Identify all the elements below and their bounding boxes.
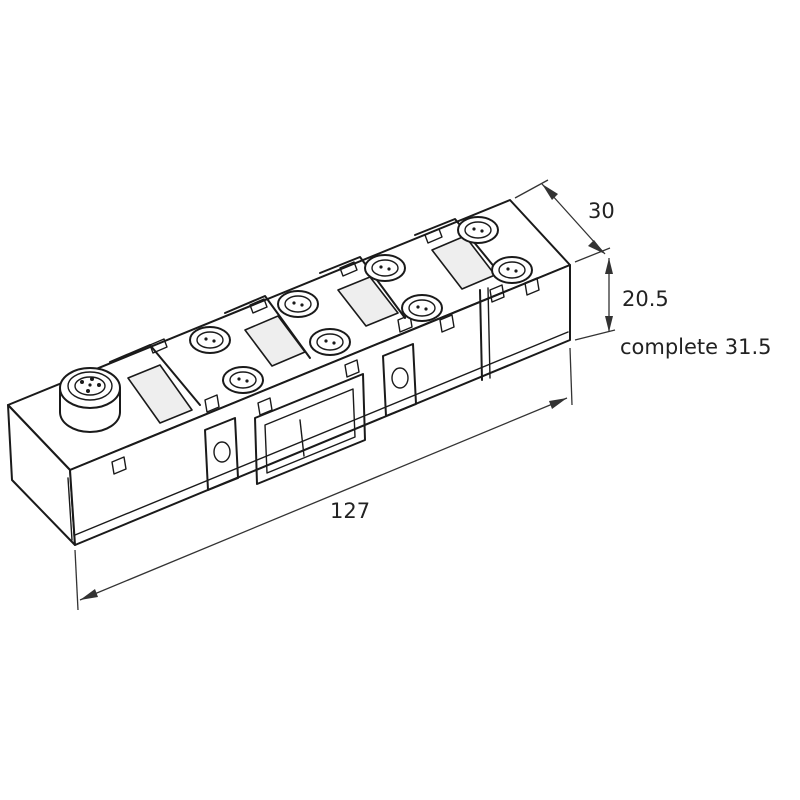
housing-side-face [69, 264, 571, 546]
length-dimension-label: 127 [330, 499, 370, 523]
socket-4b [491, 256, 533, 284]
socket-4a [457, 216, 499, 244]
label-window-3 [337, 276, 399, 327]
socket-1b [222, 366, 264, 394]
output-sockets [189, 216, 533, 394]
depth-dimension-label: 30 [588, 199, 615, 223]
dimension-depth [514, 179, 611, 263]
label-window-2 [244, 315, 306, 367]
socket-2a [277, 290, 319, 318]
height-dimension-label: 20.5 [622, 287, 669, 311]
socket-2b [309, 328, 351, 356]
socket-1a [189, 326, 231, 354]
label-window-1 [127, 364, 193, 424]
dimension-height [574, 258, 616, 341]
dimension-length [74, 347, 573, 611]
socket-3b [401, 294, 443, 322]
socket-3a [364, 254, 406, 282]
side-clips [204, 343, 417, 491]
label-windows [127, 235, 496, 424]
latches [111, 228, 540, 475]
input-connector [59, 367, 121, 433]
complete-height-label: complete 31.5 [620, 335, 772, 359]
